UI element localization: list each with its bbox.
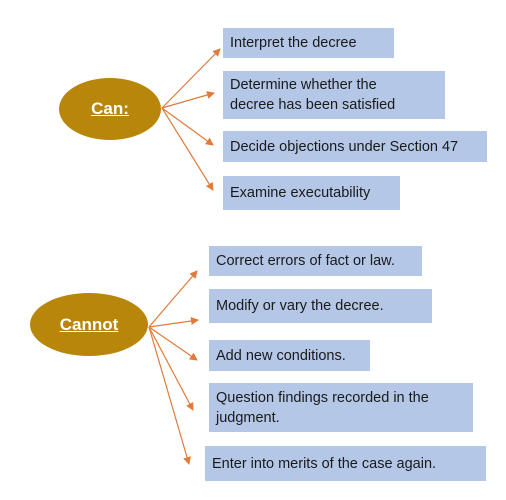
- cannot-arrow-4: [148, 326, 194, 411]
- cannot-item-label: Modify or vary the decree.: [216, 298, 384, 314]
- cannot-item-add-conditions: Add new conditions.: [209, 340, 370, 371]
- can-ellipse: Can:: [59, 78, 161, 140]
- can-item-objections: Decide objections under Section 47: [223, 131, 487, 162]
- cannot-arrow-2: [148, 317, 199, 328]
- can-arrow-2: [161, 91, 215, 109]
- cannot-item-label: Question findings recorded in the judgme…: [216, 389, 429, 426]
- can-item-label: Determine whether the decree has been sa…: [230, 77, 396, 113]
- cannot-item-merits: Enter into merits of the case again.: [205, 446, 486, 481]
- can-item-interpret: Interpret the decree: [223, 28, 394, 58]
- can-label: Can:: [91, 99, 129, 118]
- can-arrow-1: [161, 48, 221, 109]
- cannot-item-label: Correct errors of fact or law.: [216, 253, 395, 269]
- can-item-executability: Examine executability: [223, 176, 400, 210]
- can-item-label: Examine executability: [230, 185, 371, 201]
- cannot-label: Cannot: [59, 314, 119, 334]
- cannot-arrow-1: [148, 270, 198, 328]
- can-arrow-4: [161, 107, 214, 191]
- cannot-item-modify: Modify or vary the decree.: [209, 289, 432, 323]
- cannot-arrow-5: [148, 326, 191, 465]
- cannot-item-correct-errors: Correct errors of fact or law.: [209, 246, 422, 276]
- cannot-arrow-3: [148, 326, 198, 361]
- cannot-item-label: Enter into merits of the case again.: [212, 455, 437, 472]
- can-arrow-3: [161, 107, 214, 146]
- can-item-label: Interpret the decree: [230, 35, 357, 51]
- cannot-item-label: Add new conditions.: [216, 347, 346, 364]
- can-item-determine: Determine whether the decree has been sa…: [223, 71, 445, 119]
- cannot-ellipse: Cannot: [30, 293, 148, 356]
- cannot-item-question-findings: Question findings recorded in the judgme…: [209, 383, 473, 432]
- can-item-label: Decide objections under Section 47: [230, 138, 459, 155]
